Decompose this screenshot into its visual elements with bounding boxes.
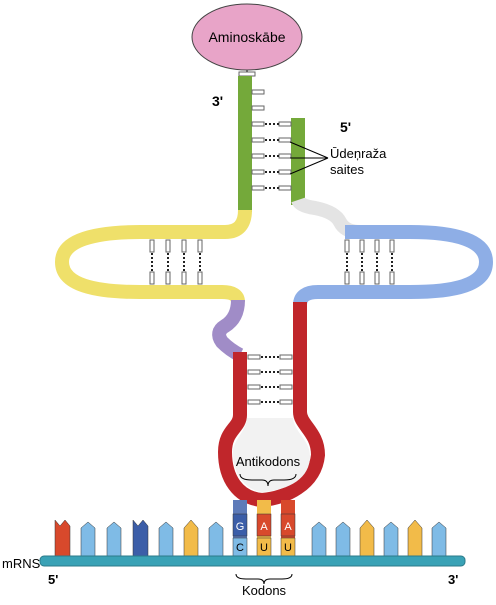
variable-loop	[212, 299, 245, 362]
t-arm-hydrogen-bonds	[346, 253, 393, 271]
codon-letter-1: C	[236, 542, 244, 554]
codon-label: Kodons	[242, 583, 287, 598]
acceptor-stem-base-pairs	[251, 89, 292, 191]
anticodon-base-3	[280, 513, 296, 537]
t-arm	[293, 225, 494, 306]
anticodon-base-1	[232, 513, 248, 537]
five-prime-top-label: 5'	[340, 119, 351, 135]
anticodon-label: Antikodons	[236, 454, 301, 469]
d-arm	[54, 209, 252, 303]
hydrogen-bonds-pointers	[289, 141, 329, 175]
anticodon-letter-2: A	[260, 521, 268, 533]
mrna-label: mRNS	[2, 556, 41, 571]
amino-acid-label: Aminoskābe	[208, 29, 285, 45]
anticodon-arm-hydrogen-bonds	[261, 356, 279, 403]
amino-acid-linker-cap	[238, 71, 256, 77]
mrna-five-prime-label: 5'	[48, 572, 58, 587]
anticodon-loop-interior	[233, 418, 310, 492]
anticodon-letter-3: A	[284, 521, 292, 533]
mrna-three-prime-label: 3'	[448, 572, 458, 587]
three-prime-top-label: 3'	[212, 93, 223, 109]
d-arm-hydrogen-bonds	[151, 253, 201, 271]
acceptor-hydrogen-bonds	[265, 123, 279, 189]
d-arm-base-pairs	[149, 239, 203, 285]
anticodon-letter-1: G	[236, 521, 245, 533]
anticodon-arm-base-pairs	[247, 354, 293, 405]
codon-letter-2: U	[260, 542, 268, 554]
hydrogen-bonds-label-line1: Ūdeņraža	[330, 146, 387, 161]
codon-letter-3: U	[284, 542, 292, 554]
codon-brace	[235, 573, 293, 585]
anticodon-brace	[239, 473, 297, 487]
anticodon-arm	[217, 302, 326, 508]
t-arm-base-pairs	[344, 239, 395, 285]
mrna-backbone	[39, 555, 466, 567]
anticodon-base-2	[256, 513, 272, 537]
mrna-bases	[54, 519, 447, 557]
hydrogen-bonds-label-line2: saites	[330, 162, 364, 177]
